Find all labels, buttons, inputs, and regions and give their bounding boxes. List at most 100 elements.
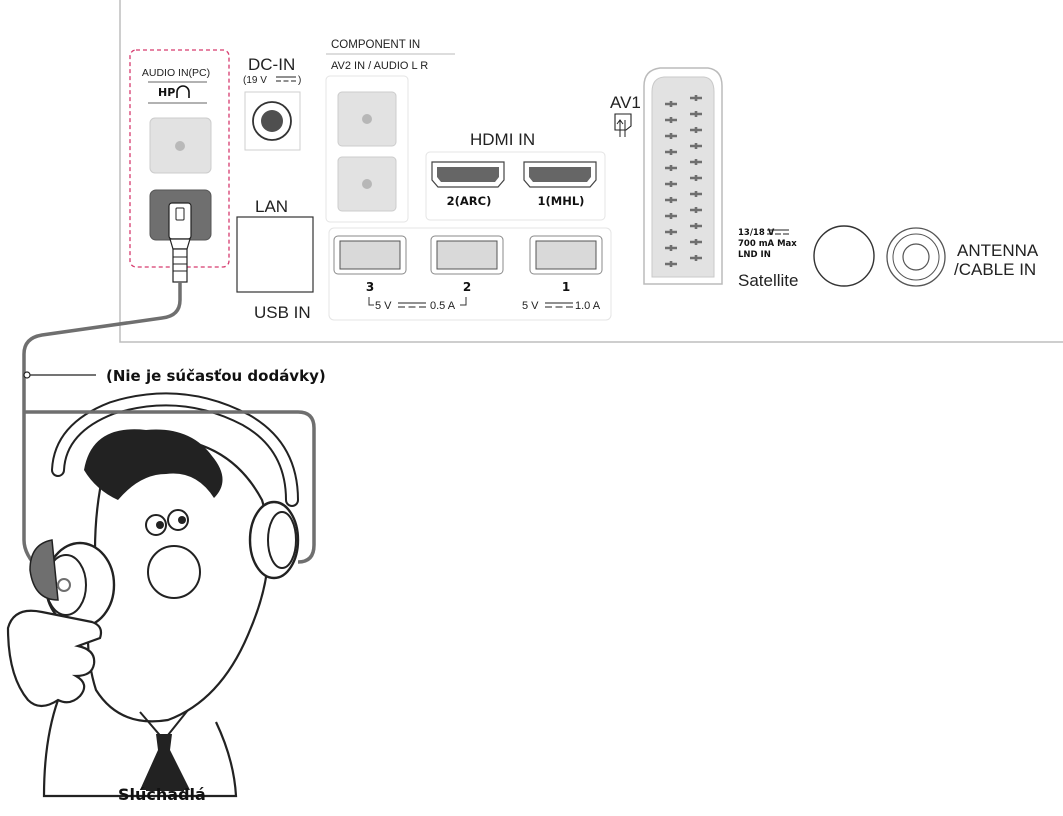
antenna-ring — [892, 233, 940, 281]
hdmi-in-block: HDMI IN 2(ARC) 1(MHL) — [425, 130, 606, 221]
plug-collar — [169, 238, 191, 250]
scart-pin — [690, 239, 702, 245]
usb-port-number: 1 — [562, 280, 570, 294]
usb-power-left-current: 0.5 A — [430, 300, 456, 312]
right-ear-cup-inner — [267, 511, 297, 569]
hdmi-port-label: 1(MHL) — [538, 194, 585, 208]
scart-pin — [690, 143, 702, 149]
hdmi-in-label: HDMI IN — [470, 130, 535, 149]
scart-icon — [614, 113, 632, 137]
pupil — [156, 521, 164, 529]
scart-pin — [690, 111, 702, 117]
scart-pin — [665, 117, 677, 123]
usb-power-right: 5 V — [522, 300, 539, 312]
scart-pin — [690, 175, 702, 181]
headphone-cable-loop — [24, 410, 316, 564]
scart-pin — [665, 213, 677, 219]
scart-pin — [665, 261, 677, 267]
av1-scart-block: AV1 — [610, 67, 723, 285]
usb-port-number: 3 — [366, 280, 374, 294]
not-included-note: (Nie je súčasťou dodávky) — [106, 367, 326, 385]
hdmi-port-1 — [523, 161, 597, 188]
audio-hp-block: AUDIO IN(PC) HP — [129, 49, 230, 283]
usb-port-3 — [333, 235, 407, 275]
plug-tip — [175, 207, 185, 221]
hp-label: HP — [158, 86, 175, 99]
audio-in-pc-label: AUDIO IN(PC) — [142, 67, 210, 79]
scart-pin — [665, 181, 677, 187]
cable-entry — [57, 578, 71, 592]
scart-pin — [665, 165, 677, 171]
usb-in-label: USB IN — [254, 303, 311, 322]
scart-pin — [690, 207, 702, 213]
scart-pin — [665, 149, 677, 155]
scart-pin — [665, 245, 677, 251]
hdmi-port-2 — [431, 161, 505, 188]
av1-label: AV1 — [610, 93, 641, 112]
usb-block: 3 2 1 5 V 0.5 A 5 V 1.0 A — [328, 227, 612, 321]
antenna-label: ANTENNA — [957, 241, 1039, 260]
satellite-spec: 700 mA Max — [738, 239, 797, 249]
hair — [84, 429, 223, 500]
satellite-connector — [813, 225, 875, 287]
component-frame — [325, 75, 409, 223]
component-in-block: COMPONENT IN AV2 IN / AUDIO L R — [325, 39, 455, 223]
headband-inner — [53, 394, 297, 505]
left-ear-cup-back — [29, 539, 59, 601]
dc-in-label: DC-IN — [248, 55, 295, 74]
scart-pin — [665, 133, 677, 139]
lan-port: LAN USB IN — [236, 197, 314, 322]
jack-hole — [175, 141, 185, 151]
body — [42, 699, 238, 798]
dc-symbol-icon — [398, 302, 426, 308]
tv-back-panel — [119, 0, 1063, 343]
dc-in-pin — [261, 110, 283, 132]
hdmi-port-label: 2(ARC) — [447, 194, 492, 208]
lan-socket — [236, 216, 314, 293]
usb-port-2 — [430, 235, 504, 275]
dc-symbol-icon — [767, 229, 789, 235]
antenna-core — [902, 243, 930, 271]
usb-port-number: 2 — [463, 280, 471, 294]
headphone-icon — [176, 85, 190, 98]
scart-pin — [690, 127, 702, 133]
plug-body — [172, 248, 188, 283]
svg-text:): ) — [298, 75, 301, 86]
antenna-block: ANTENNA /CABLE IN — [886, 227, 1039, 287]
usb-frame — [328, 227, 612, 321]
panel-border — [119, 0, 1063, 343]
headphone-cable — [22, 282, 182, 587]
usb-port-1 — [529, 235, 603, 275]
callout-dot — [23, 371, 31, 379]
scart-pin — [690, 223, 702, 229]
scart-pin — [665, 197, 677, 203]
not-included-callout: (Nie je súčasťou dodávky) — [23, 367, 326, 385]
scart-inner — [651, 76, 715, 278]
jack-hole — [362, 179, 372, 189]
satellite-spec: LND IN — [738, 250, 771, 260]
usb-power-left: 5 V — [375, 300, 392, 312]
antenna-label: /CABLE IN — [954, 260, 1036, 279]
hdmi-frame — [425, 151, 606, 221]
scart-pin — [690, 95, 702, 101]
scart-pin — [690, 255, 702, 261]
usb-bracket — [460, 297, 467, 306]
lan-label: LAN — [255, 197, 288, 216]
scart-pin — [665, 101, 677, 107]
scart-pins — [665, 95, 702, 267]
headphones-caption: Slúchadlá — [118, 785, 206, 804]
pupil — [178, 516, 186, 524]
scart-pin — [690, 191, 702, 197]
dc-in-voltage: (19 V — [243, 75, 267, 86]
nose — [147, 545, 201, 599]
pointing-hand — [6, 609, 103, 708]
dc-in-port: DC-IN (19 V ) — [243, 55, 301, 151]
usb-power-right-current: 1.0 A — [575, 300, 601, 312]
usb-bracket — [368, 297, 374, 306]
dc-symbol-icon — [545, 302, 573, 308]
satellite-label: Satellite — [738, 271, 798, 290]
tie — [140, 734, 190, 790]
scart-pin — [690, 159, 702, 165]
av2-audio-label: AV2 IN / AUDIO L R — [331, 60, 428, 72]
